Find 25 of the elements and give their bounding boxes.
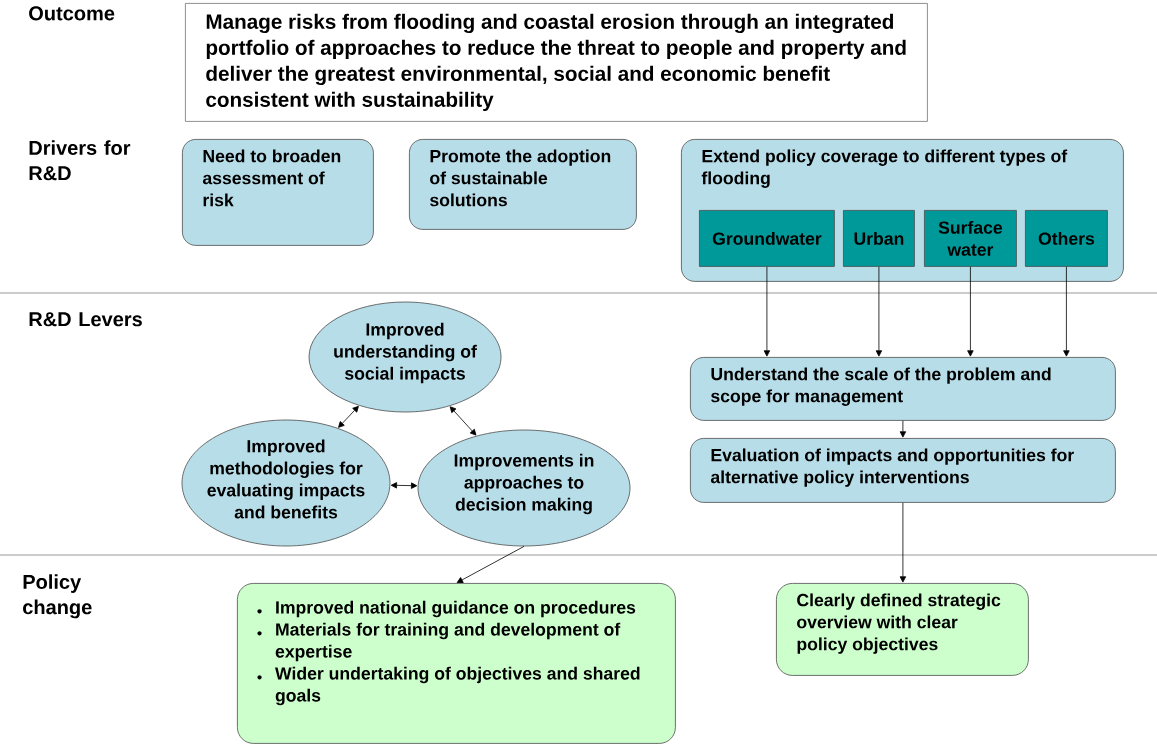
- arrow: [899, 502, 907, 583]
- policy-box: Improved national guidance on procedures Materials for training and development of expertise Wider undertaking of objectives and shared goals: [237, 583, 676, 744]
- flood-type-box: Groundwater: [699, 210, 835, 267]
- policy-box: Clearly defined strategic overview with clear policy objectives: [776, 583, 1029, 676]
- flood-type-box: Urban: [843, 210, 915, 267]
- arrow: [875, 266, 883, 357]
- arrow: [763, 266, 771, 357]
- flood-type-box: Surface water: [924, 210, 1017, 267]
- driver-box: Understand the scale of the problem and scope for management: [690, 357, 1116, 421]
- arrow: [390, 482, 418, 489]
- arrow: [899, 420, 907, 438]
- outcome-box: Manage risks from flooding and coastal erosion through an integrated portfolio of approaches to reduce the threat to people and property and deliver the greatest environmental, social and economic benefit consistent with sustainability: [185, 3, 928, 122]
- arrow: [967, 266, 974, 357]
- arrow: [1063, 266, 1070, 357]
- arrow: [449, 406, 477, 436]
- section-heading: R&D Levers: [29, 312, 142, 327]
- section-heading: Drivers for R&D: [29, 140, 131, 181]
- flood-type-box: Others: [1025, 210, 1108, 267]
- section-heading: Outcome: [29, 6, 115, 21]
- driver-box: Evaluation of impacts and opportunities for alternative policy interventions: [690, 438, 1116, 503]
- arrow: [456, 546, 525, 583]
- driver-box: Need to broaden assessment of risk: [182, 139, 374, 246]
- driver-box: Promote the adoption of sustainable solutions: [409, 139, 637, 230]
- arrow: [338, 405, 359, 428]
- section-heading: Policy change: [23, 574, 92, 619]
